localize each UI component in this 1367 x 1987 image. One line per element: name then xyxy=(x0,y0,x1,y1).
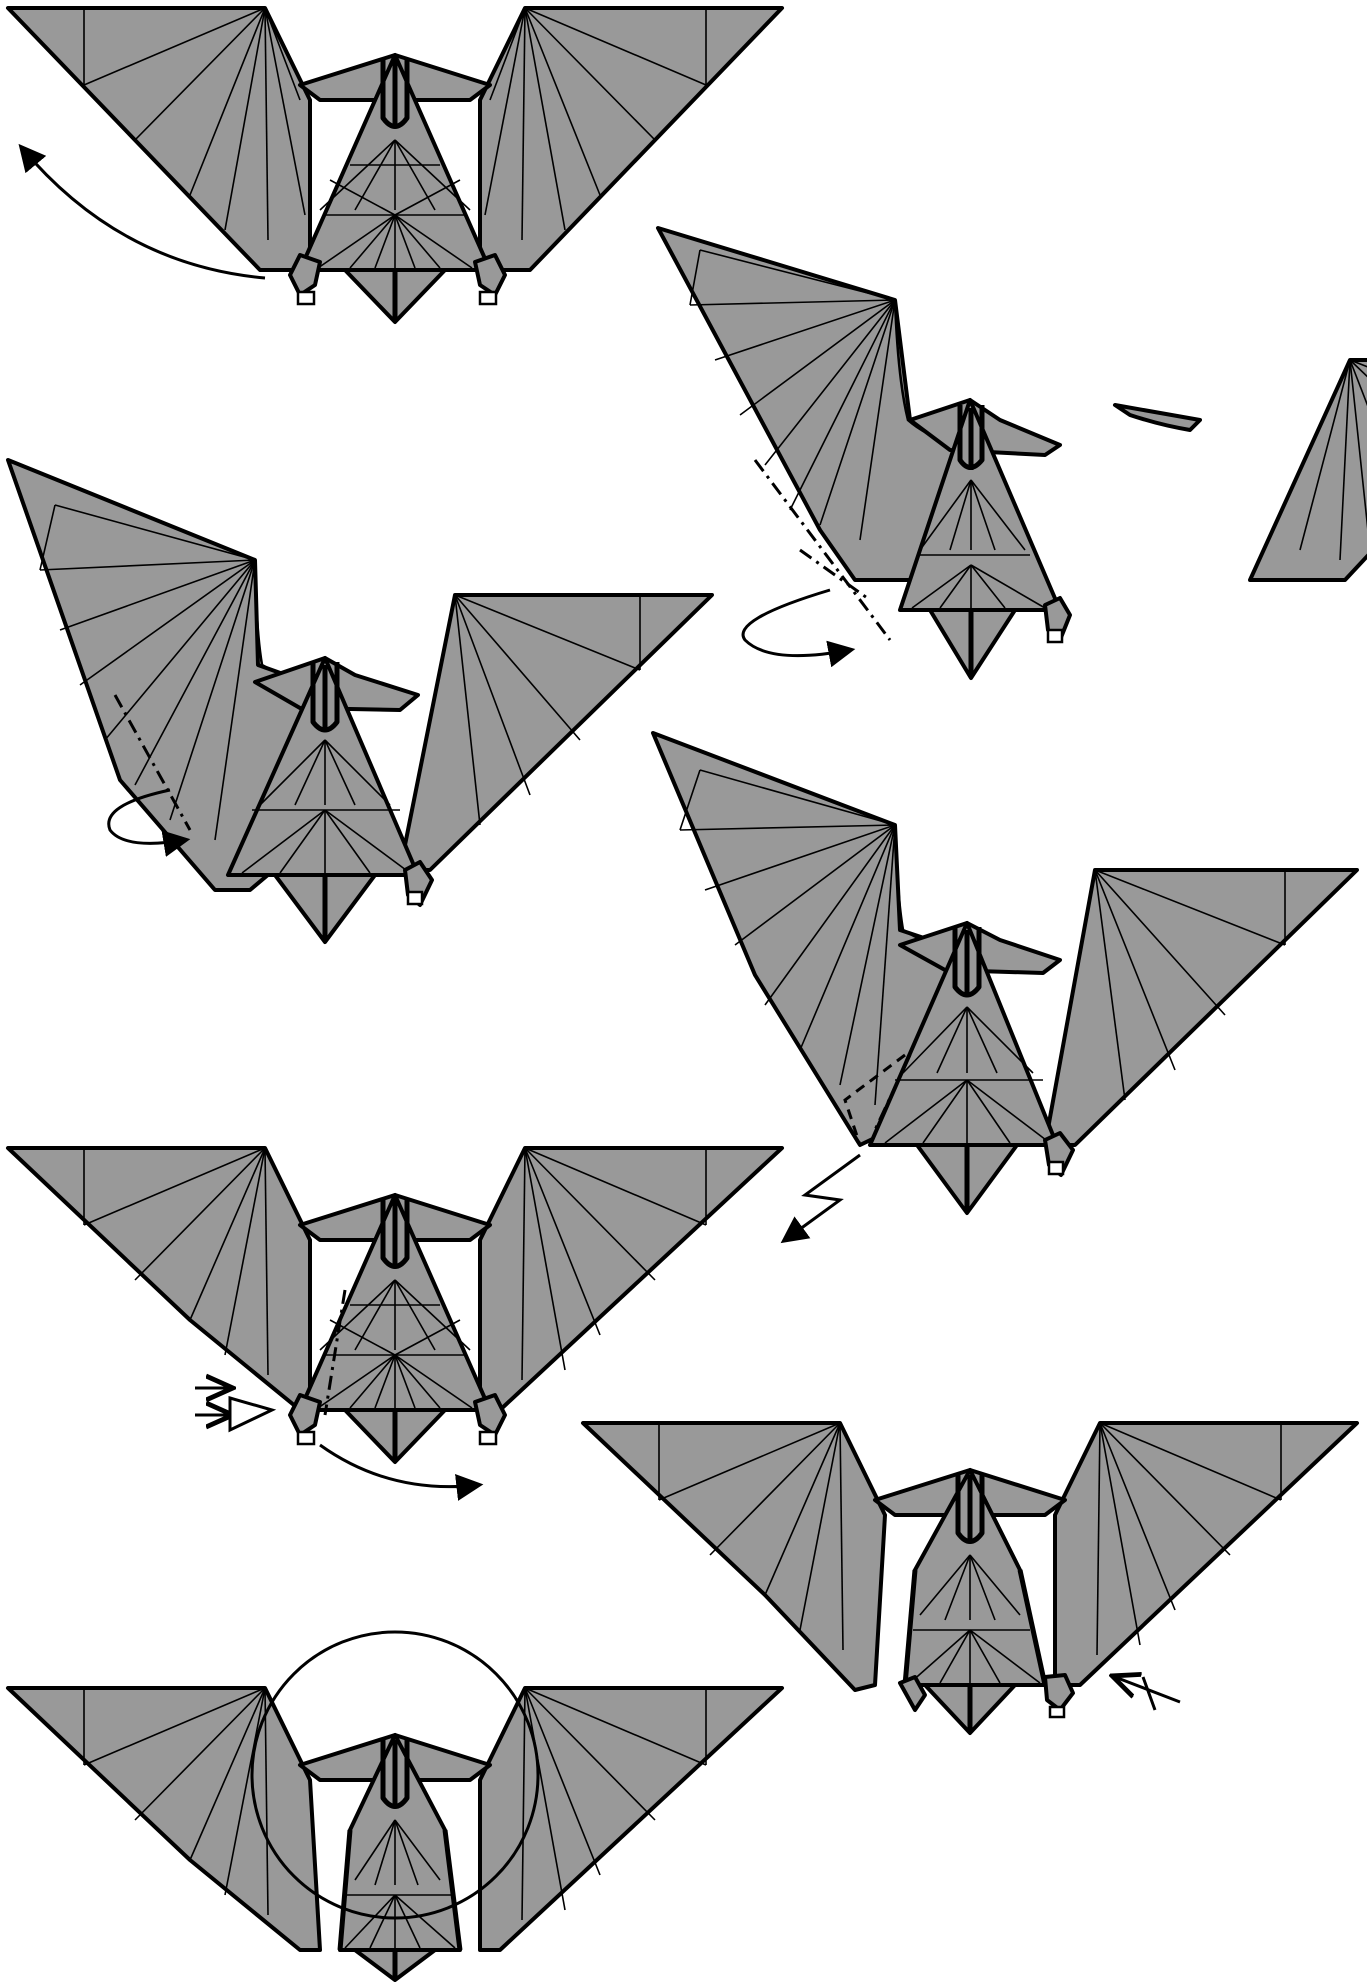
push-arrows xyxy=(195,1388,272,1430)
step-7 xyxy=(8,1632,782,1980)
step-3 xyxy=(8,460,712,942)
turn-over-arrow xyxy=(1115,1677,1180,1710)
zigzag-arrow xyxy=(785,1155,860,1240)
loop-arrow xyxy=(743,590,850,656)
step-2 xyxy=(658,228,1367,678)
step-1 xyxy=(8,8,782,322)
